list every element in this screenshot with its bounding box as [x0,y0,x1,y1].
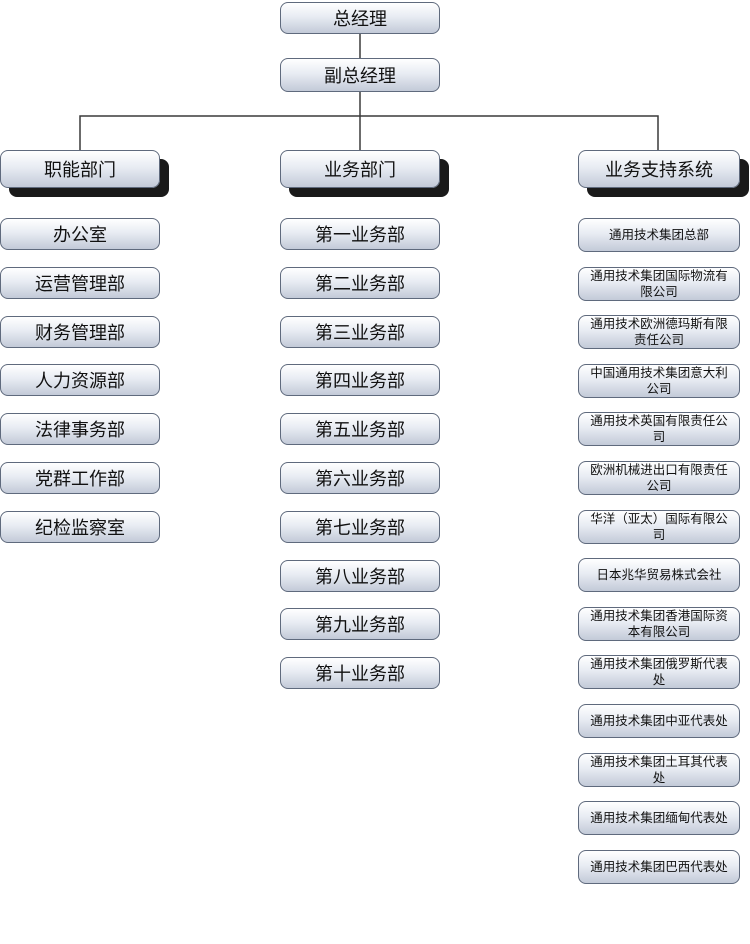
support-system-item: 通用技术集团中亚代表处 [578,704,740,738]
business-dept-item: 第六业务部 [280,462,440,494]
business-dept-item: 第三业务部 [280,315,440,348]
support-system-item: 通用技术集团巴西代表处 [578,849,740,884]
business-dept-item: 第八业务部 [280,559,440,592]
business-dept-item: 第二业务部 [280,266,440,299]
functional-dept-item: 办公室 [0,218,160,250]
business-dept-item: 第十业务部 [280,657,440,690]
support-system-item: 通用技术集团总部 [578,218,740,252]
functional-dept-item: 财务管理部 [0,315,160,348]
business-dept-item: 第九业务部 [280,608,440,641]
support-system-item: 通用技术集团俄罗斯代表处 [578,655,740,690]
support-system-item: 日本兆华贸易株式会社 [578,558,740,593]
support-system-item: 通用技术欧洲德玛斯有限责任公司 [578,315,740,350]
business-dept-item: 第五业务部 [280,413,440,446]
general-manager-box: 总经理 [280,2,440,34]
support-system-item: 通用技术集团香港国际资本有限公司 [578,606,740,641]
vice-general-manager-box: 副总经理 [280,58,440,92]
business-dept-header: 业务部门 [280,150,440,188]
business-dept-item: 第四业务部 [280,364,440,397]
business-support-header: 业务支持系统 [578,150,740,188]
functional-dept-item: 纪检监察室 [0,510,160,543]
business-dept-item: 第七业务部 [280,510,440,543]
functional-dept-item: 党群工作部 [0,462,160,494]
functional-dept-header: 职能部门 [0,150,160,188]
support-system-item: 华洋（亚太）国际有限公司 [578,509,740,544]
support-system-item: 通用技术集团国际物流有限公司 [578,266,740,301]
support-system-item: 欧洲机械进出口有限责任公司 [578,461,740,495]
functional-dept-item: 运营管理部 [0,266,160,299]
support-system-item: 通用技术集团土耳其代表处 [578,752,740,787]
functional-dept-item: 人力资源部 [0,364,160,397]
business-dept-item: 第一业务部 [280,218,440,250]
functional-dept-item: 法律事务部 [0,413,160,446]
support-system-item: 通用技术集团缅甸代表处 [578,801,740,836]
support-system-item: 通用技术英国有限责任公司 [578,412,740,447]
support-system-item: 中国通用技术集团意大利公司 [578,363,740,398]
